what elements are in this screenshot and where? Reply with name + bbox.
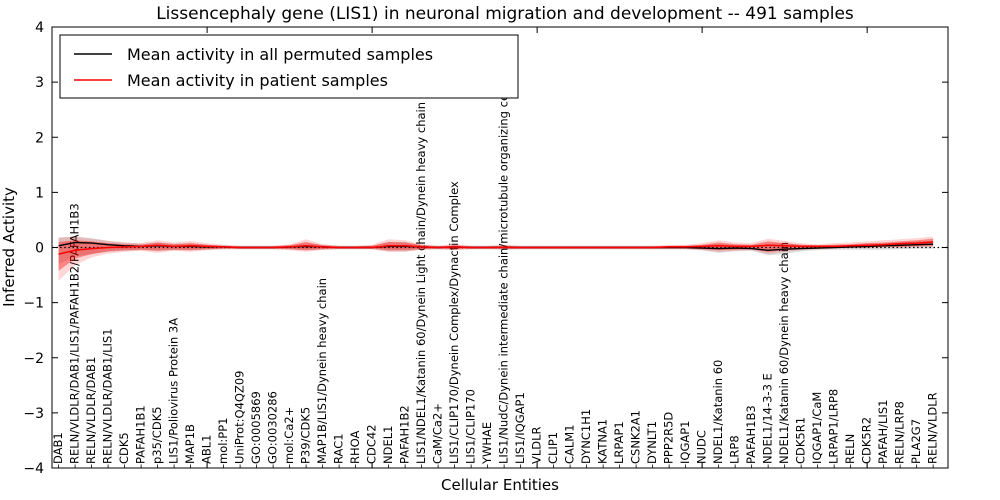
x-tick-label: IQGAP1 xyxy=(678,421,692,464)
legend-label-patient: Mean activity in patient samples xyxy=(127,71,388,90)
x-tick-label: YWHAE xyxy=(480,422,494,465)
y-tick-label: 1 xyxy=(35,185,44,201)
y-tick-label: 3 xyxy=(35,75,44,91)
x-tick-label: IQGAP1/CaM xyxy=(810,392,824,464)
x-tick-label: LIS1/NDEL1/Katanin 60/Dynein Light chain… xyxy=(414,102,428,464)
permuted-samples-band xyxy=(58,236,934,264)
x-tick-label: CDK5R2 xyxy=(860,417,874,464)
x-tick-label: MAP1B/LIS1/Dynein heavy chain xyxy=(315,278,329,464)
x-tick-label: RELN/VLDLR/DAB1/LIS1 xyxy=(101,328,115,464)
x-tick-label: RELN/LRP8 xyxy=(893,401,907,464)
x-tick-label: LIS1/CLIP170/Dynein Complex/Dynactin Com… xyxy=(447,181,461,464)
x-tick-label: MAP1B xyxy=(183,424,197,464)
x-tick-label: PLA2G7 xyxy=(909,419,923,464)
x-tick-label: LIS1/NudC/Dynein intermediate chain/micr… xyxy=(497,70,511,464)
x-tick-label: CDK5 xyxy=(117,432,131,464)
x-tick-label: RELN/VLDLR/DAB1/LIS1/PAFAH1B2/PAFAH1B3 xyxy=(68,203,82,464)
y-tick-label: −3 xyxy=(23,406,44,422)
x-tick-label: P39/CDK5 xyxy=(299,407,313,464)
x-tick-label: PAFAH1B1 xyxy=(134,405,148,464)
x-tick-label: NDEL1/14-3-3 E xyxy=(761,373,775,464)
x-tick-label: GO:0030286 xyxy=(266,391,280,464)
x-tick-label: DYNC1H1 xyxy=(579,409,593,464)
x-tick-label: CaM/Ca2+ xyxy=(431,403,445,464)
x-tick-label: mol:PP1 xyxy=(216,418,230,465)
x-tick-label: RELN/VLDLR xyxy=(926,392,940,464)
x-tick-label: LIS1/CLIP170 xyxy=(464,389,478,464)
x-tick-label: CDC42 xyxy=(365,424,379,464)
x-tick-label: LRPAP1 xyxy=(612,421,626,464)
y-tick-label: 0 xyxy=(35,241,44,257)
x-tick-label: CALM1 xyxy=(563,424,577,464)
y-tick-label: 2 xyxy=(35,130,44,146)
x-tick-label: VLDLR xyxy=(530,426,544,464)
x-tick-label: CSNK2A1 xyxy=(629,410,643,464)
x-tick-label: KATNA1 xyxy=(596,419,610,464)
x-tick-label: PAFAH1B2 xyxy=(398,405,412,464)
x-tick-label: NDEL1 xyxy=(381,426,395,464)
x-tick-label: LIS1/Poliovirus Protein 3A xyxy=(167,318,181,464)
x-tick-label: LIS1/IQGAP1 xyxy=(513,392,527,464)
x-tick-label: RHOA xyxy=(348,431,362,464)
axes: −4 −3 −2 −1 0 1 2 3 4 xyxy=(23,20,949,477)
legend: Mean activity in all permuted samples Me… xyxy=(59,34,519,99)
legend-box xyxy=(59,34,519,99)
x-tick-label: PAFAH1B3 xyxy=(744,405,758,464)
y-axis-label: Inferred Activity xyxy=(0,187,18,307)
x-tick-label: NDEL1/Katanin 60/Dynein heavy chain xyxy=(777,242,791,464)
x-tick-label: PAFAH/LIS1 xyxy=(876,400,890,464)
y-tick-label: 4 xyxy=(35,20,44,36)
x-tick-label: UniProt:Q4QZ09 xyxy=(233,371,247,464)
x-tick-label: NUDC xyxy=(695,430,709,464)
y-tick-label: −1 xyxy=(23,296,44,312)
legend-label-permuted: Mean activity in all permuted samples xyxy=(127,45,433,64)
x-axis-label: Cellular Entities xyxy=(441,476,559,494)
patient-mean-line xyxy=(58,241,934,255)
x-tick-label: NDEL1/Katanin 60 xyxy=(711,360,725,464)
x-tick-label: PPP2R5D xyxy=(662,412,676,464)
x-tick-label: GO:0005869 xyxy=(249,391,263,464)
x-tick-label: p35/CDK5 xyxy=(150,406,164,464)
x-tick-label: CDK5R1 xyxy=(794,417,808,464)
x-tick-label: CLIP1 xyxy=(546,432,560,464)
x-tick-label: DAB1 xyxy=(51,432,65,464)
x-tick-label: LRPAP1/LRP8 xyxy=(827,389,841,464)
x-tick-label: RELN/VLDLR/DAB1 xyxy=(84,357,98,464)
x-tick-label: DYNLT1 xyxy=(645,421,659,464)
y-tick-label: −4 xyxy=(23,461,44,477)
x-tick-label: LRP8 xyxy=(728,435,742,464)
x-tick-label: mol:Ca2+ xyxy=(282,407,296,464)
y-tick-label: −2 xyxy=(23,351,44,367)
x-tick-label: ABL1 xyxy=(200,435,214,464)
x-tick-label: RELN xyxy=(843,434,857,464)
series-lines xyxy=(52,241,948,255)
chart-title: Lissencephaly gene (LIS1) in neuronal mi… xyxy=(156,4,854,24)
x-tick-label: RAC1 xyxy=(332,433,346,464)
